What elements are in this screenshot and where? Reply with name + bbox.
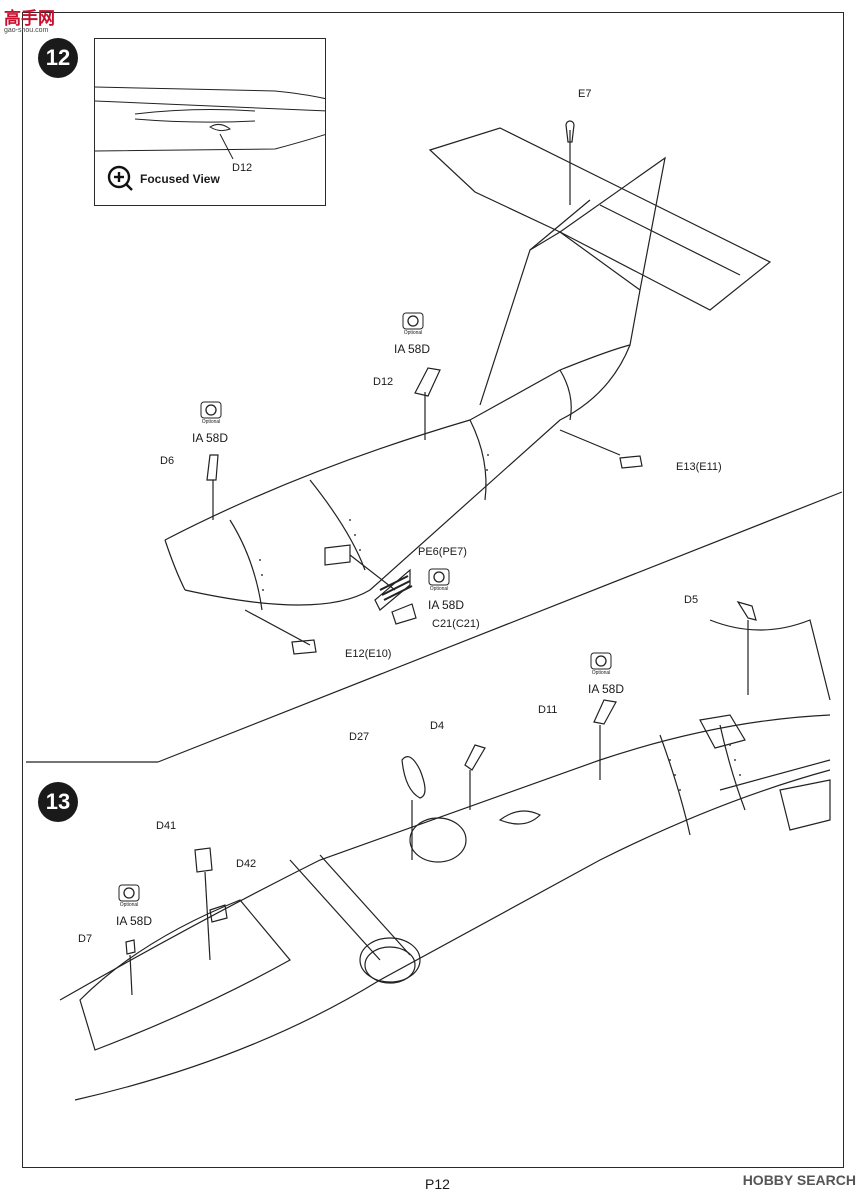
optional-text: Optional	[591, 670, 611, 676]
part-label-c21: C21(C21)	[432, 618, 480, 630]
part-label-d27: D27	[349, 731, 370, 743]
part-label-d7: D7	[78, 933, 93, 945]
part-label-d42: D42	[236, 858, 257, 870]
part-label-d11: D11	[538, 704, 558, 716]
ia-variant-label: IA 58D	[588, 682, 625, 696]
optional-badge-icon	[428, 568, 450, 586]
part-label-d5: D5	[684, 594, 699, 606]
optional-badge-icon	[402, 312, 424, 330]
optional-text: Optional	[119, 902, 139, 908]
ia-variant-label: IA 58D	[428, 598, 465, 612]
part-label-e13: E13(E11)	[676, 461, 722, 473]
part-label-e12: E12(E10)	[345, 648, 392, 660]
optional-text: Optional	[403, 330, 423, 336]
step-number-badge: 12	[38, 38, 78, 78]
part-label-d6: D6	[160, 455, 175, 467]
focused-view-label: Focused View	[140, 172, 220, 186]
optional-badge-icon	[118, 884, 140, 902]
part-label-pe6: PE6(PE7)	[418, 546, 467, 558]
part-label-e7: E7	[578, 88, 592, 100]
watermark-bottom-right: HOBBY SEARCH	[742, 1172, 856, 1188]
step-number-badge: 13	[38, 782, 78, 822]
page-frame	[22, 12, 844, 1168]
part-label-d4: D4	[430, 720, 445, 732]
ia-variant-label: IA 58D	[116, 914, 153, 928]
inset-part-label: D12	[232, 162, 253, 174]
optional-badge-icon	[200, 401, 222, 419]
inset-drawing	[95, 86, 325, 160]
part-label-d12: D12	[373, 376, 394, 388]
part-label-d41: D41	[156, 820, 177, 832]
ia-variant-label: IA 58D	[192, 431, 229, 445]
optional-text: Optional	[429, 586, 449, 592]
focused-view-inset	[94, 38, 326, 206]
optional-badge-icon	[590, 652, 612, 670]
ia-variant-label: IA 58D	[394, 342, 431, 356]
optional-text: Optional	[201, 419, 221, 425]
watermark-top-left: 高手网 gao-shou.com	[4, 9, 55, 34]
magnifier-plus-icon	[107, 165, 133, 191]
page-number: P12	[425, 1176, 450, 1192]
